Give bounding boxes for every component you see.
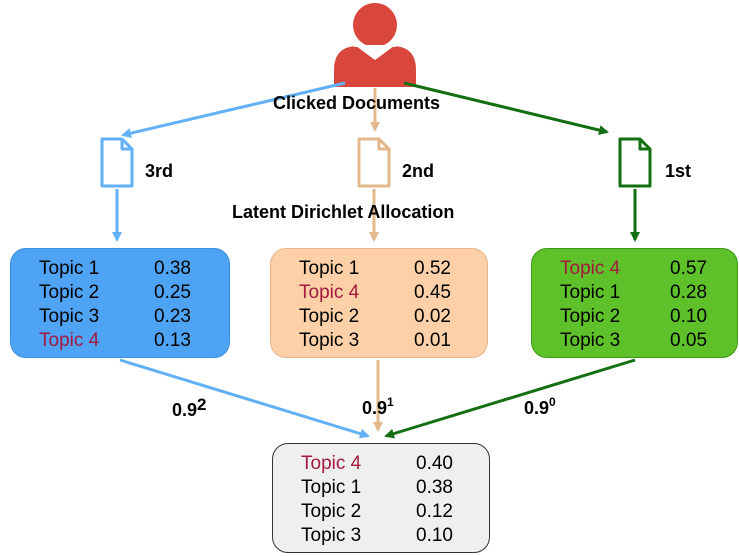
topic-value: 0.05 — [670, 330, 708, 351]
topic-box-3rd: Topic 1 0.38 Topic 2 0.25 Topic 3 0.23 Topi… — [10, 248, 230, 358]
topic-value: 0.10 — [670, 306, 708, 327]
topic-box-2nd: Topic 1 0.52 Topic 4 0.45 Topic 2 0.02 Topi… — [270, 248, 488, 358]
topic-name: Topic 3 — [560, 330, 621, 351]
topic-row: Topic 2 0.02 — [271, 305, 487, 329]
topic-row: Topic 3 0.05 — [532, 329, 737, 353]
doc-rank-1st: 1st — [665, 161, 692, 181]
topic-name: Topic 1 — [299, 258, 360, 279]
topic-row: Topic 4 0.13 — [11, 329, 229, 353]
topic-row: Topic 2 0.25 — [11, 281, 229, 305]
document-icon-3rd — [100, 137, 134, 188]
arrow-user-to-doc-1st — [403, 81, 609, 135]
topic-row: Topic 4 0.40 — [273, 452, 489, 476]
topic-name-highlighted: Topic 4 — [39, 330, 100, 351]
arrow-box-1st-to-result — [384, 358, 636, 439]
topic-row: Topic 3 0.23 — [11, 305, 229, 329]
topic-value: 0.38 — [416, 477, 453, 498]
doc-rank-2nd: 2nd — [402, 161, 435, 181]
topic-value: 0.01 — [414, 330, 451, 351]
topic-value: 0.02 — [414, 306, 451, 327]
weight-3rd: 0.92 — [172, 395, 207, 421]
topic-value: 0.25 — [154, 282, 191, 303]
topic-name: Topic 2 — [301, 501, 362, 522]
topic-row: Topic 2 0.10 — [532, 305, 737, 329]
topic-name-highlighted: Topic 4 — [299, 282, 360, 303]
topic-name: Topic 2 — [39, 282, 100, 303]
document-icon-2nd — [357, 137, 391, 188]
weight-base: 0.9 — [362, 398, 388, 418]
topic-value: 0.38 — [154, 258, 191, 279]
topic-name: Topic 2 — [560, 306, 621, 327]
topic-value: 0.52 — [414, 258, 451, 279]
topic-value: 0.40 — [416, 453, 453, 474]
topic-row: Topic 4 0.57 — [532, 257, 737, 281]
topic-value: 0.28 — [670, 282, 708, 303]
topic-value: 0.45 — [414, 282, 451, 303]
topic-name: Topic 1 — [301, 477, 362, 498]
document-icon-1st — [618, 137, 652, 188]
topic-name: Topic 3 — [301, 525, 362, 546]
topic-value: 0.12 — [416, 501, 453, 522]
topic-name: Topic 2 — [299, 306, 360, 327]
person-icon — [334, 3, 416, 87]
weight-base: 0.9 — [524, 398, 550, 418]
topic-row: Topic 1 0.28 — [532, 281, 737, 305]
topic-value: 0.10 — [416, 525, 453, 546]
topic-value: 0.23 — [154, 306, 191, 327]
weight-exponent: 0 — [549, 395, 556, 409]
topic-row: Topic 1 0.38 — [11, 257, 229, 281]
topic-value: 0.57 — [670, 258, 708, 279]
weight-2nd: 0.91 — [362, 395, 394, 419]
arrow-user-to-doc-3rd — [121, 81, 346, 139]
weight-base: 0.9 — [172, 400, 198, 420]
topic-value: 0.13 — [154, 330, 191, 351]
topic-box-1st: Topic 4 0.57 Topic 1 0.28 Topic 2 0.10 Topi… — [531, 248, 738, 358]
topic-name: Topic 1 — [560, 282, 621, 303]
topic-row: Topic 2 0.12 — [273, 500, 489, 524]
doc-rank-3rd: 3rd — [145, 161, 174, 181]
weight-1st: 0.90 — [524, 395, 556, 419]
topic-row: Topic 4 0.45 — [271, 281, 487, 305]
topic-row: Topic 3 0.01 — [271, 329, 487, 353]
topic-row: Topic 1 0.38 — [273, 476, 489, 500]
weight-exponent: 2 — [197, 395, 207, 414]
topic-name-highlighted: Topic 4 — [560, 258, 621, 279]
topic-name: Topic 3 — [299, 330, 360, 351]
clicked-documents-label: Clicked Documents — [273, 93, 441, 113]
topic-name-highlighted: Topic 4 — [301, 453, 362, 474]
weight-exponent: 1 — [387, 395, 394, 409]
topic-name: Topic 3 — [39, 306, 100, 327]
topic-name: Topic 1 — [39, 258, 100, 279]
lda-label: Latent Dirichlet Allocation — [232, 202, 455, 222]
topic-row: Topic 3 0.10 — [273, 524, 489, 548]
aggregated-topic-box: Topic 4 0.40 Topic 1 0.38 Topic 2 0.12 Topi… — [272, 443, 490, 553]
topic-row: Topic 1 0.52 — [271, 257, 487, 281]
arrow-box-3rd-to-result — [119, 358, 370, 439]
